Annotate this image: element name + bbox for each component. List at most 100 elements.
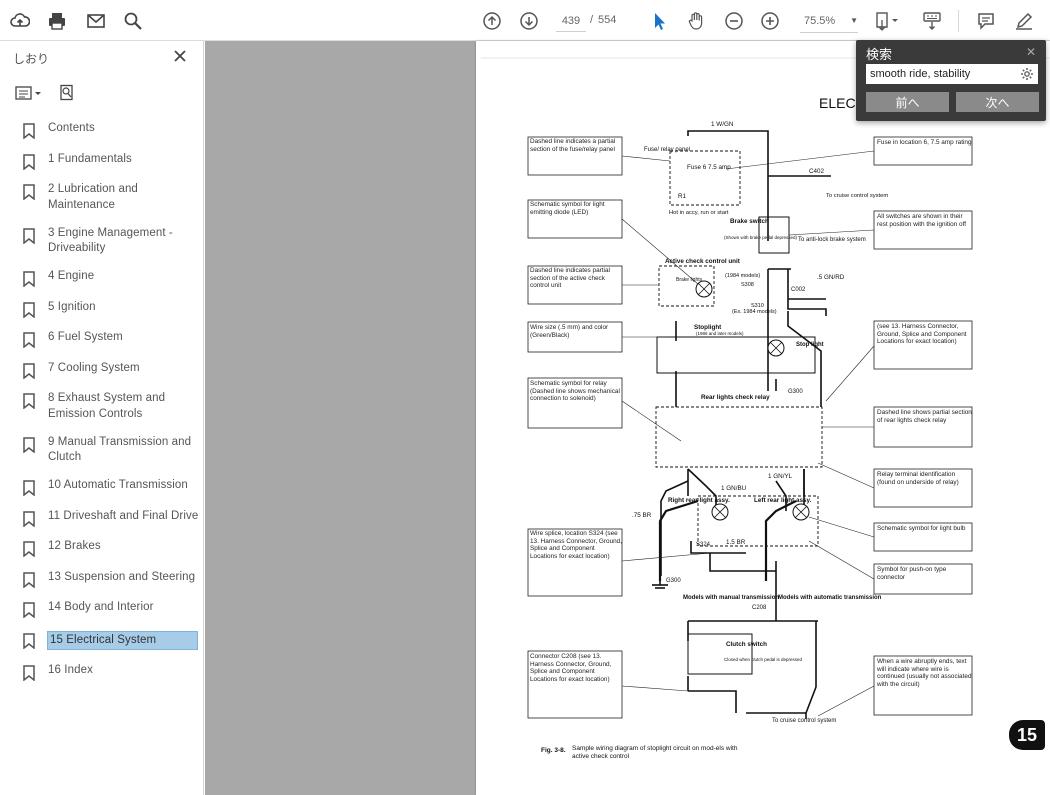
bookmark-icon [23, 480, 35, 496]
bookmark-item[interactable]: 5 Ignition [22, 298, 202, 320]
pdf-page: ELEC Dashed line indicates a partial sec… [476, 41, 1050, 795]
figure-caption-bold: Fig. 3-8. [541, 747, 566, 754]
label-active-check: Active check control unit [665, 258, 741, 265]
bookmark-label: 16 Index [48, 663, 93, 676]
bookmark-label: 13 Suspension and Steering [48, 570, 196, 583]
callout-right-7: Symbol for push-on type connector [877, 566, 947, 581]
bookmark-item[interactable]: 14 Body and Interior [22, 598, 202, 620]
next-page-icon[interactable] [516, 8, 542, 34]
bookmark-icon [23, 541, 35, 557]
document-viewport[interactable]: ELEC Dashed line indicates a partial sec… [205, 41, 1050, 795]
search-prev-button[interactable]: 前へ [866, 92, 949, 112]
bookmark-label: 15 Electrical System [47, 630, 198, 650]
label-c402: C402 [809, 168, 825, 175]
label-s310: S310 [751, 303, 764, 309]
bookmark-icon [23, 301, 35, 318]
bookmark-item[interactable]: Contents [22, 119, 202, 141]
bookmark-icon [23, 362, 35, 379]
prev-page-icon[interactable] [479, 8, 505, 34]
figure-caption-text: Sample wiring diagram of stoplight circu… [572, 745, 738, 760]
label-c208: C208 [752, 605, 767, 611]
bookmark-item[interactable]: 10 Automatic Transmission [22, 476, 202, 498]
gear-icon[interactable] [1020, 67, 1034, 81]
label-s324: S324 [696, 542, 711, 548]
bookmark-item[interactable]: 1 Fundamentals [22, 150, 202, 172]
callout-left-4: Wire size (.5 mm) and color (Green/Black… [530, 324, 609, 339]
label-wire-top: 1 W/GN [711, 121, 734, 128]
bookmark-icon [23, 602, 35, 618]
page-fit-icon[interactable] [870, 8, 904, 34]
page-separator: / [590, 14, 594, 26]
label-brake-switch-sub: (Shown with brake pedal depressed) [724, 235, 798, 240]
mail-icon[interactable] [83, 8, 109, 34]
bookmark-item[interactable]: 8 Exhaust System and Emission Controls [22, 389, 202, 424]
bookmark-icon [23, 393, 35, 409]
zoom-value: 75.5% [804, 14, 836, 27]
label-s308: S308 [741, 282, 754, 288]
wiring-diagram: ELEC Dashed line indicates a partial sec… [481, 57, 1050, 760]
label-ex-1984: (Ex. 1984 models) [732, 309, 777, 315]
bookmark-item[interactable]: 12 Brakes [22, 537, 202, 559]
bookmark-item[interactable]: 15 Electrical System [22, 629, 202, 653]
select-cursor-icon[interactable] [646, 8, 672, 34]
zoom-select[interactable]: 75.5% ▼ [800, 9, 858, 33]
bookmark-item[interactable]: 13 Suspension and Steering [22, 568, 202, 590]
callout-left-1: Dashed line indicates a partial section … [530, 138, 616, 153]
callout-right-3: (see 13. Harness Connector, Ground, Spli… [877, 323, 967, 346]
bookmark-label: 6 Fuel System [48, 331, 123, 343]
label-g300b: G300 [666, 578, 681, 584]
bookmark-item[interactable]: 11 Driveshaft and Final Drive [22, 507, 202, 529]
label-to-cruise-2: To cruise control system [772, 718, 836, 724]
bookmark-item[interactable]: 7 Cooling System [22, 359, 202, 381]
close-icon[interactable] [172, 48, 188, 64]
bookmark-icon [23, 271, 35, 287]
zoom-in-icon[interactable] [757, 8, 783, 34]
bookmark-icon [23, 332, 35, 348]
bookmark-icon [23, 436, 35, 453]
bookmark-item[interactable]: 4 Engine [22, 267, 202, 289]
print-icon[interactable] [44, 8, 70, 34]
cloud-upload-icon[interactable] [7, 8, 33, 34]
callout-left-2: Schematic symbol for light emitting diod… [530, 201, 605, 216]
bookmark-label: 5 Ignition [48, 300, 96, 313]
keyboard-scroll-icon[interactable] [919, 8, 945, 34]
bookmark-item[interactable]: 6 Fuel System [22, 328, 202, 350]
bookmark-item[interactable]: 9 Manual Transmission and Clutch [22, 433, 202, 468]
search-panel-title: 検索 [866, 47, 893, 62]
bookmark-icon [23, 227, 35, 244]
zoom-out-icon[interactable] [721, 8, 747, 34]
bookmark-icon [23, 184, 35, 200]
callout-left-3: Dashed line indicates partial section of… [530, 267, 610, 290]
add-bookmark-icon[interactable] [54, 82, 80, 104]
bookmark-label: 10 Automatic Transmission [48, 479, 188, 491]
bookmark-item[interactable]: 2 Lubrication and Maintenance [22, 180, 202, 215]
hand-tool-icon[interactable] [683, 8, 709, 34]
comment-icon[interactable] [973, 8, 999, 34]
bookmark-icon [23, 664, 35, 681]
callout-right-1: Fuse in location 6, 7.5 amp rating [877, 139, 972, 146]
callout-left-7: Connector C208 (see 13. Harness Connecto… [530, 653, 612, 683]
label-automatic: Models with automatic transmission [778, 595, 882, 601]
close-icon[interactable]: ✕ [1026, 45, 1037, 59]
panel-toolbar [12, 81, 80, 105]
page-number-input[interactable] [556, 10, 586, 32]
chevron-down-icon: ▼ [850, 16, 858, 25]
search-input[interactable] [866, 64, 1038, 84]
label-stoplight-sub: (1986 and later models) [696, 331, 744, 336]
callout-right-2: All switches are shown in their rest pos… [877, 213, 967, 228]
search-next-button[interactable]: 次へ [956, 92, 1039, 112]
bookmark-label: 7 Cooling System [48, 361, 140, 374]
bookmark-item[interactable]: 3 Engine Management - Driveability [22, 224, 202, 259]
bookmark-item[interactable]: 16 Index [22, 661, 202, 683]
bookmark-label: Contents [48, 122, 95, 134]
label-fuse-relay-panel: Fuse/ relay panel [644, 147, 690, 153]
label-wire-1gnbu: 1 GN/BU [721, 485, 747, 492]
label-manual: Models with manual transmission [683, 595, 779, 601]
callout-right-8: When a wire abruptly ends, text will ind… [877, 658, 972, 688]
callout-right-4: Dashed line shows partial section of rea… [877, 409, 972, 424]
pen-icon[interactable] [1011, 8, 1037, 34]
options-menu-icon[interactable] [12, 82, 44, 104]
toolbar-divider [958, 10, 959, 32]
search-icon[interactable] [120, 8, 146, 34]
